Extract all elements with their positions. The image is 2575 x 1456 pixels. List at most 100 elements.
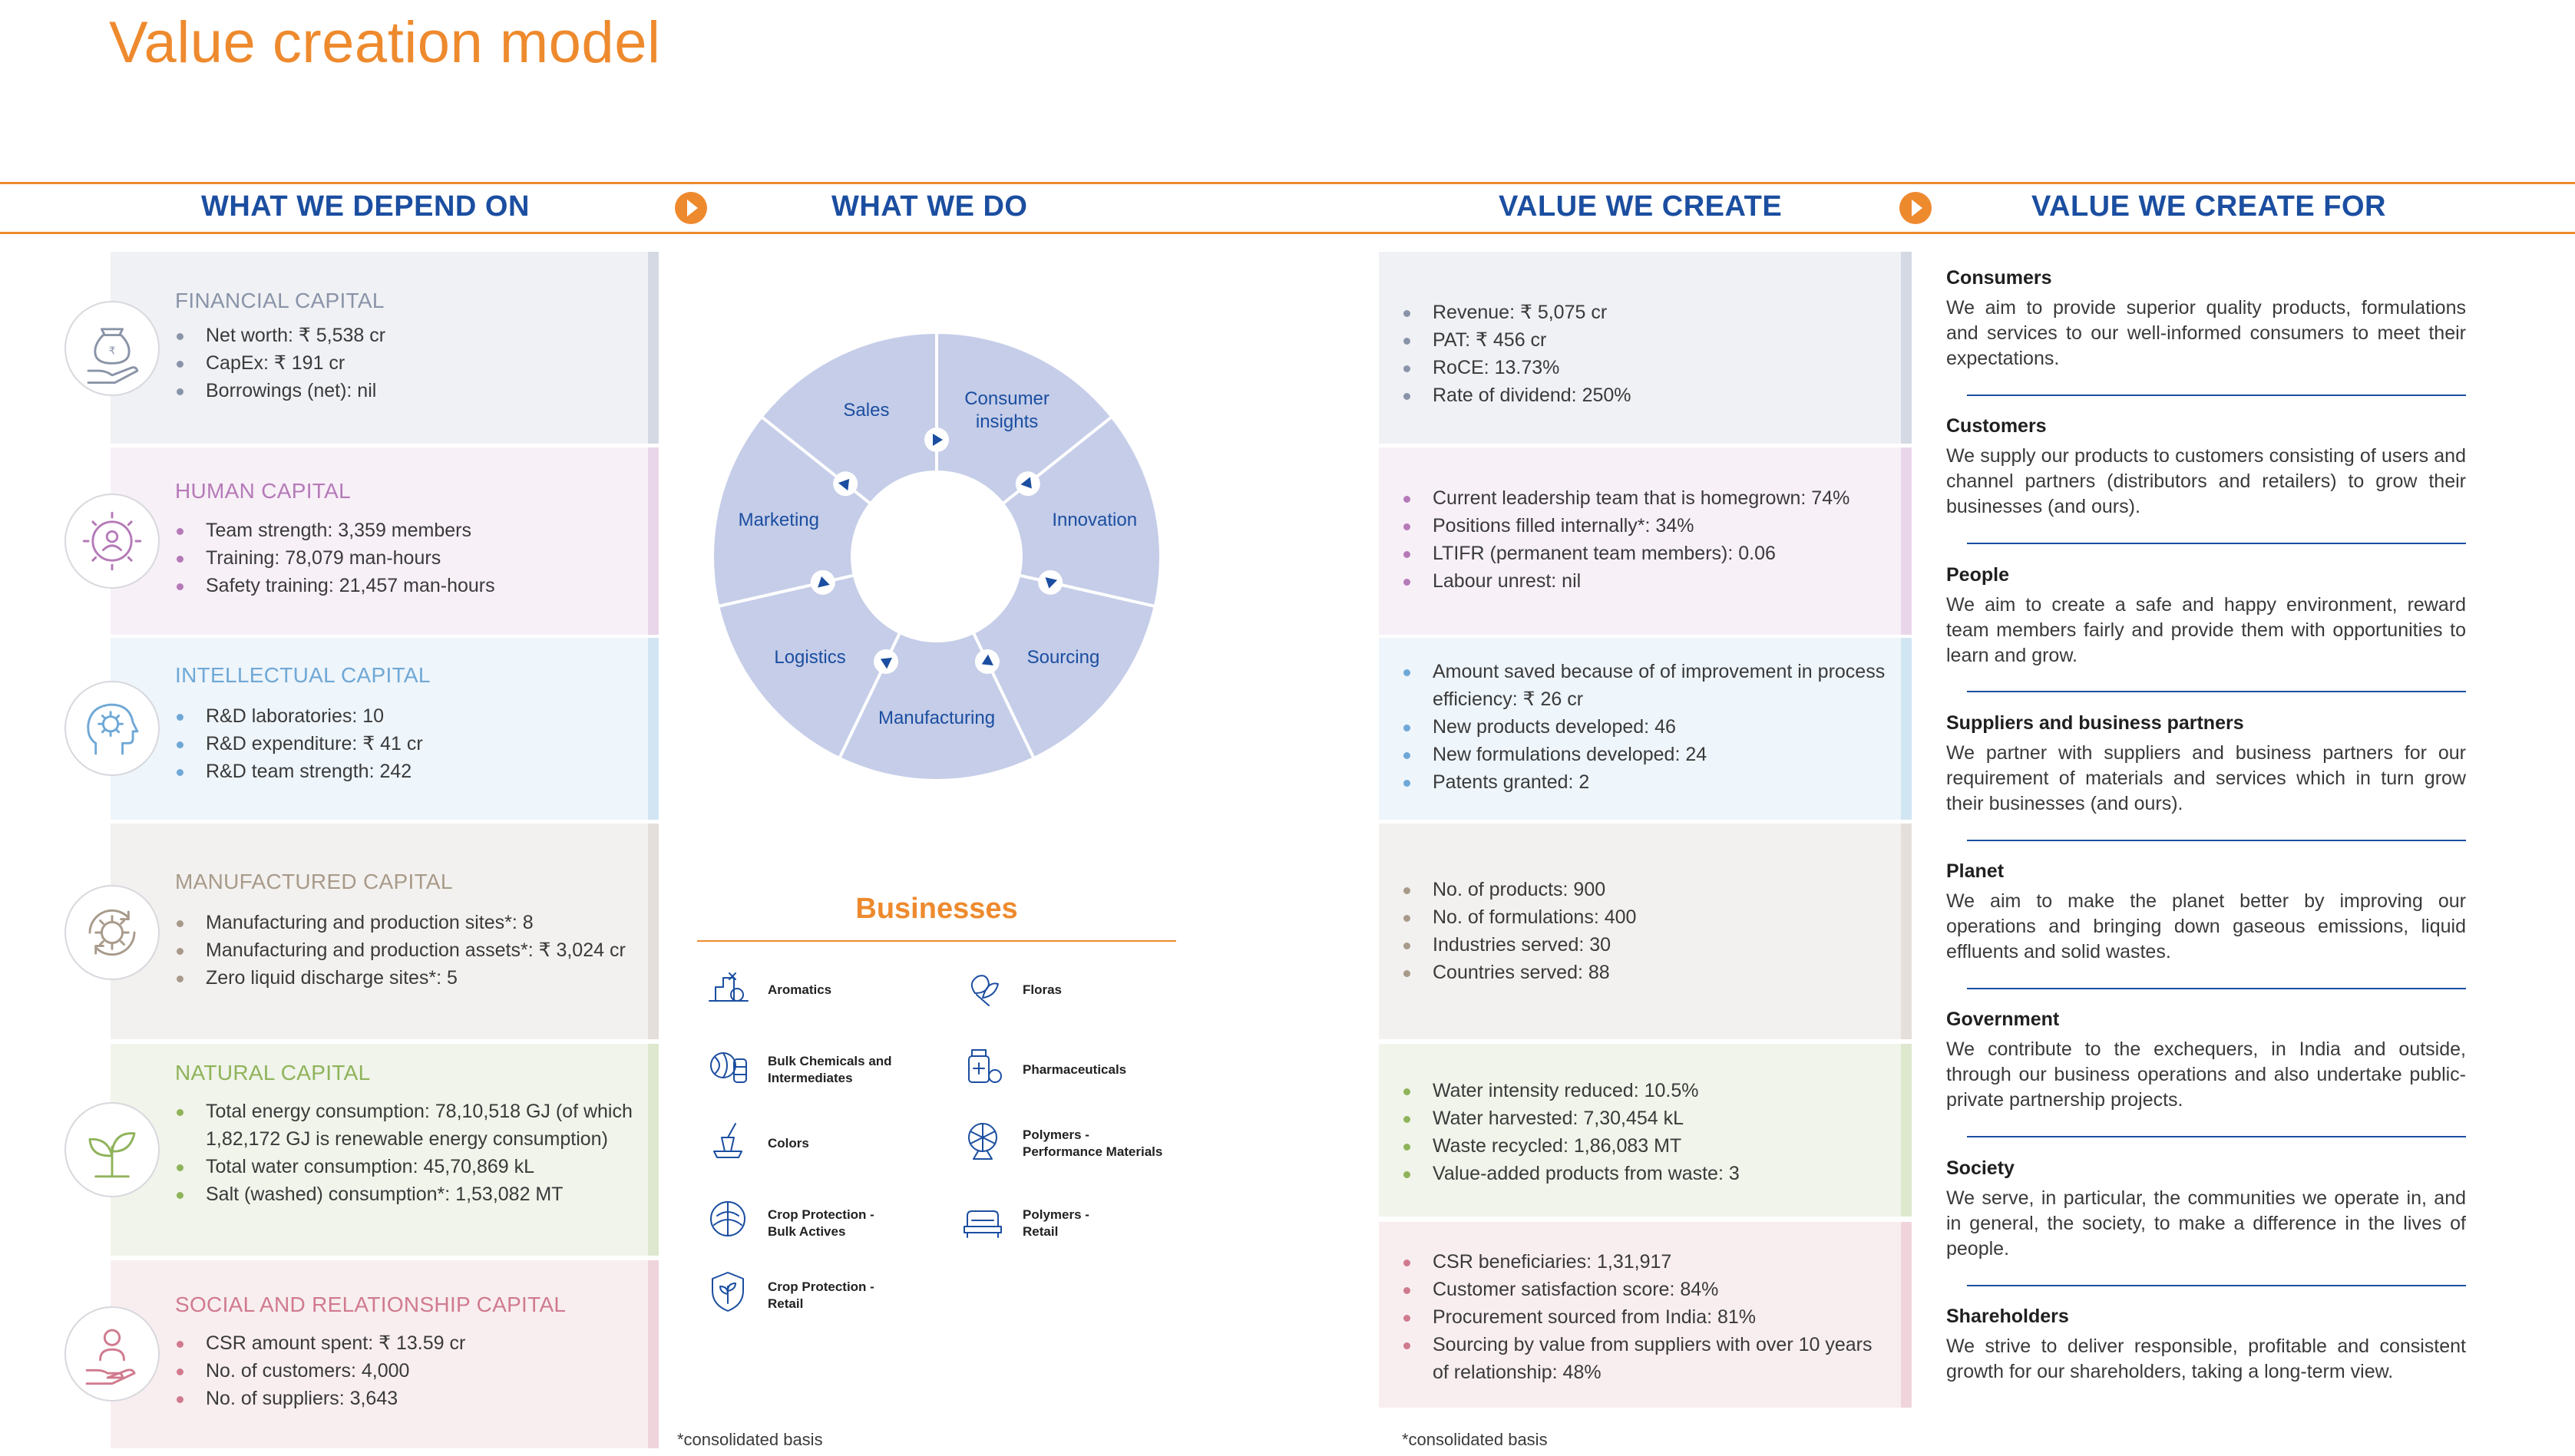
capital-list-item: Training: 78,079 man-hours — [175, 544, 636, 572]
stakeholder-description: We aim to make the planet better by impr… — [1946, 890, 2466, 962]
stakeholder-name: Suppliers and business partners — [1946, 712, 2244, 734]
value-list-item: Sourcing by value from suppliers with ov… — [1402, 1331, 1893, 1386]
money-bag-hand-icon: ₹ — [64, 301, 160, 396]
business-item: Colors — [705, 1116, 935, 1171]
business-label: Polymers - Retail — [1023, 1207, 1089, 1239]
hand-person-icon — [64, 1306, 160, 1402]
wheel-arrow-icon — [880, 657, 893, 669]
wheel-arrow-icon — [1045, 577, 1058, 589]
header-value-for: VALUE WE CREATE FOR — [2031, 190, 2386, 223]
stakeholder-name: Government — [1946, 1009, 2060, 1030]
value-list-item: Rate of dividend: 250% — [1402, 381, 1893, 409]
business-label: Pharmaceuticals — [1023, 1062, 1127, 1077]
business-item: Polymers - Retail — [960, 1196, 1190, 1251]
stakeholder-name: Customers — [1946, 415, 2047, 437]
capital-panel: NATURAL CAPITAL Total energy consumption:… — [111, 1044, 659, 1256]
capital-title: SOCIAL AND RELATIONSHIP CAPITAL — [175, 1293, 567, 1316]
business-item: Bulk Chemicals and Intermediates — [705, 1042, 935, 1098]
value-list-item: PAT: ₹ 456 cr — [1402, 326, 1893, 354]
wheel-segment-label: Logistics — [774, 646, 846, 668]
capital-bar — [648, 1260, 659, 1448]
value-bar — [1901, 638, 1912, 820]
business-item: Aromatics — [705, 962, 935, 1018]
header-value-create: VALUE WE CREATE — [1499, 190, 1783, 223]
value-list-item: Revenue: ₹ 5,075 cr — [1402, 299, 1893, 326]
wheel-arrow-icon — [1020, 477, 1032, 489]
stakeholder-description: We aim to provide superior quality produ… — [1946, 297, 2466, 369]
capital-list-item: Total energy consumption: 78,10,518 GJ (… — [175, 1098, 636, 1153]
business-item: Crop Protection - Bulk Actives — [705, 1196, 935, 1251]
capital-bar — [648, 824, 659, 1039]
aromatics-icon — [705, 962, 752, 1010]
colors-icon — [705, 1116, 752, 1164]
stakeholder-divider — [1967, 1136, 2466, 1137]
business-label: Crop Protection - Retail — [768, 1279, 874, 1311]
value-list-item: Countries served: 88 — [1402, 959, 1893, 986]
stakeholder-description: We serve, in particular, the communities… — [1946, 1187, 2466, 1260]
capital-list-item: CapEx: ₹ 191 cr — [175, 349, 636, 377]
business-label: Aromatics — [768, 982, 832, 997]
capital-bar — [648, 638, 659, 820]
stakeholder-description: We strive to deliver responsible, profit… — [1946, 1335, 2466, 1382]
value-list-item: LTIFR (permanent team members): 0.06 — [1402, 540, 1893, 567]
capital-title: FINANCIAL CAPITAL — [175, 289, 385, 312]
bulk-chemicals-icon — [705, 1042, 752, 1090]
capital-list-item: Salt (washed) consumption*: 1,53,082 MT — [175, 1180, 636, 1208]
capital-list-item: R&D expenditure: ₹ 41 cr — [175, 730, 636, 758]
capital-bar — [648, 447, 659, 635]
value-list-item: CSR beneficiaries: 1,31,917 — [1402, 1248, 1893, 1276]
wheel-segment-label: Consumer insights — [964, 388, 1050, 432]
value-panel: Amount saved because of of improvement i… — [1379, 638, 1912, 820]
value-list-item: New products developed: 46 — [1402, 713, 1893, 741]
value-bar — [1901, 824, 1912, 1039]
plant-icon — [64, 1102, 160, 1197]
capital-title: MANUFACTURED CAPITAL — [175, 870, 453, 893]
value-list-item: Procurement sourced from India: 81% — [1402, 1303, 1893, 1331]
wheel-segment-label: Sourcing — [1026, 646, 1100, 668]
polymers-retail-icon — [960, 1196, 1007, 1243]
value-list-item: Amount saved because of of improvement i… — [1402, 658, 1893, 713]
capital-title: NATURAL CAPITAL — [175, 1061, 371, 1085]
value-list-item: Water harvested: 7,30,454 kL — [1402, 1104, 1893, 1132]
wheel-arrow-icon — [981, 654, 993, 665]
capital-list-item: Borrowings (net): nil — [175, 377, 636, 404]
capital-bar — [648, 252, 659, 444]
arrow-right-icon — [675, 192, 707, 224]
value-list-item: Value-added products from waste: 3 — [1402, 1160, 1893, 1187]
capital-list-item: R&D team strength: 242 — [175, 758, 636, 785]
stakeholder-name: Consumers — [1946, 267, 2052, 289]
stakeholder-name: Society — [1946, 1157, 2015, 1179]
stakeholder-divider — [1967, 395, 2466, 396]
value-list-item: No. of formulations: 400 — [1402, 903, 1893, 931]
value-chain-wheel — [706, 326, 1167, 787]
stakeholder-name: People — [1946, 564, 2009, 586]
wheel-arrow-icon — [933, 434, 943, 446]
capital-list-item: Total water consumption: 45,70,869 kL — [175, 1153, 636, 1180]
capital-list-item: No. of customers: 4,000 — [175, 1357, 636, 1385]
stakeholder-description: We aim to create a safe and happy enviro… — [1946, 594, 2466, 666]
stakeholder-block: People We aim to create a safe and happy … — [1946, 564, 2466, 669]
stakeholder-divider — [1967, 840, 2466, 841]
capital-list-item: No. of suppliers: 3,643 — [175, 1385, 636, 1412]
business-item: Polymers - Performance Materials — [960, 1116, 1190, 1171]
value-list: Current leadership team that is homegrow… — [1402, 484, 1893, 595]
business-label: Bulk Chemicals and Intermediates — [768, 1054, 892, 1085]
stakeholder-divider — [1967, 1285, 2466, 1286]
people-gear-icon — [64, 494, 160, 589]
crop-protection-bulk-icon — [705, 1196, 752, 1243]
stakeholder-block: Society We serve, in particular, the comm… — [1946, 1157, 2466, 1262]
capital-list-item: CSR amount spent: ₹ 13.59 cr — [175, 1329, 636, 1357]
value-list-item: Current leadership team that is homegrow… — [1402, 484, 1893, 512]
stakeholder-description: We supply our products to customers cons… — [1946, 445, 2466, 517]
value-list-item: Customer satisfaction score: 84% — [1402, 1276, 1893, 1303]
